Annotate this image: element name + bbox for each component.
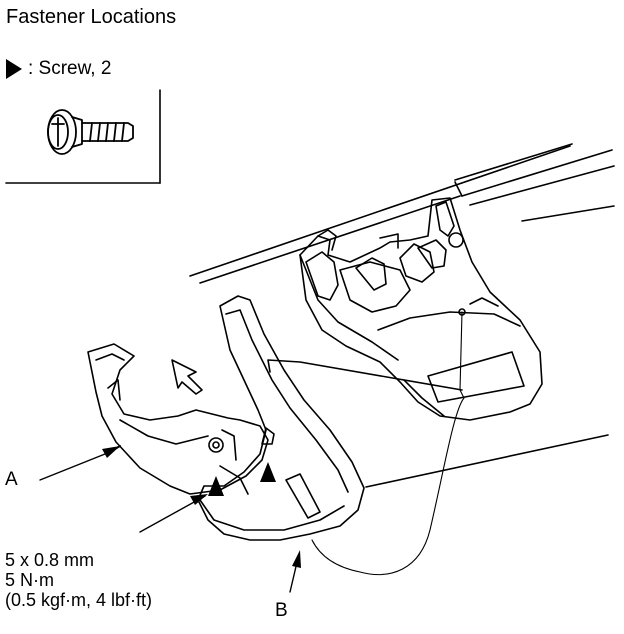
screw-inset-box bbox=[5, 89, 161, 184]
direction-arrow-icon bbox=[171, 359, 203, 395]
legend-text: : Screw, 2 bbox=[28, 58, 112, 79]
leader-arrowheads bbox=[102, 446, 301, 568]
screw-location-markers bbox=[208, 462, 276, 496]
torque-spec: 5 x 0.8 mm 5 N·m (0.5 kgf·m, 4 lbf·ft) bbox=[5, 550, 152, 610]
dashboard-panel bbox=[189, 143, 615, 488]
page-title: Fastener Locations bbox=[6, 6, 177, 28]
callout-label-a: A bbox=[5, 469, 18, 490]
screw-marker-2 bbox=[260, 462, 276, 482]
cover-b bbox=[197, 295, 463, 541]
spec-torque-alt: (0.5 kgf·m, 4 lbf·ft) bbox=[5, 590, 153, 610]
wire-harness bbox=[311, 311, 465, 576]
callout-label-b: B bbox=[275, 600, 288, 621]
arrowhead-a bbox=[102, 446, 120, 458]
spec-torque-nm: 5 N·m bbox=[5, 570, 54, 590]
cover-a bbox=[87, 343, 269, 495]
mounting-bracket bbox=[299, 197, 543, 421]
screw-icon bbox=[47, 109, 134, 155]
triangle-arrow-icon bbox=[6, 59, 22, 79]
screw-marker-1 bbox=[208, 476, 224, 496]
legend: : Screw, 2 bbox=[4, 58, 111, 80]
arrowhead-screw bbox=[190, 494, 208, 505]
spec-size: 5 x 0.8 mm bbox=[5, 550, 95, 570]
arrowhead-b bbox=[292, 550, 301, 568]
